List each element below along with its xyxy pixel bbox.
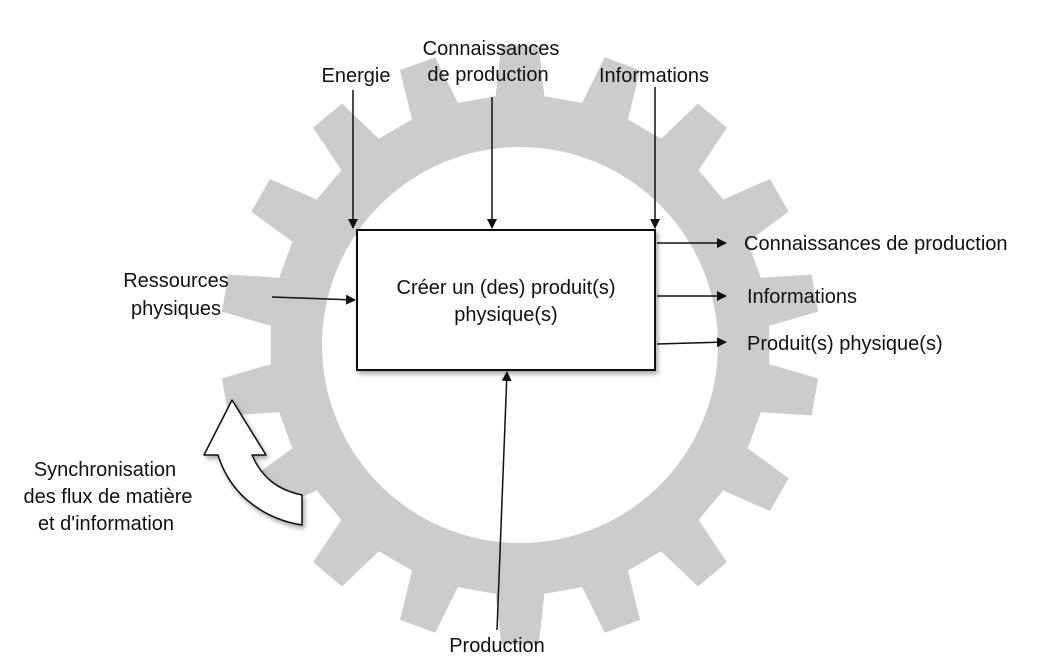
process-label-line1: Créer un (des) produit(s): [397, 277, 616, 299]
connaissances-input-label-line1: Connaissances: [423, 38, 560, 60]
energie-label: Energie: [322, 65, 391, 87]
process-box: [356, 229, 656, 371]
production-label: Production: [449, 635, 545, 657]
informations-input-label: Informations: [599, 65, 709, 87]
synchronisation-label-line2: des flux de matière: [24, 486, 193, 508]
connaissances-input-label-line2: de production: [427, 64, 548, 86]
synchronisation-label-line3: et d'information: [38, 513, 174, 535]
produits-output-label: Produit(s) physique(s): [747, 333, 943, 355]
produits-output-arrow: [656, 337, 727, 348]
ressources-arrow: [271, 294, 356, 305]
ressources-label-line2: physiques: [131, 298, 221, 320]
production-arrow: [496, 371, 512, 631]
process-label-line2: physique(s): [454, 304, 557, 326]
connaissances-output-label: Connaissances de production: [744, 233, 1008, 255]
synchronisation-label-line1: Synchronisation: [34, 459, 176, 481]
gear-icon: [221, 45, 819, 645]
ressources-label-line1: Ressources: [123, 270, 229, 292]
informations-output-label: Informations: [747, 286, 857, 308]
synchronisation-arrow-icon: [203, 399, 303, 526]
